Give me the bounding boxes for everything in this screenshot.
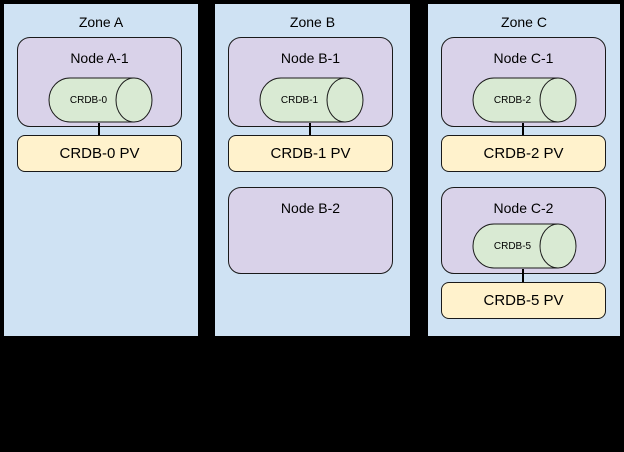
node-label: Node C-2 xyxy=(493,200,554,216)
pv-crdb-0: CRDB-0 PV xyxy=(17,135,182,172)
database-cylinder-icon xyxy=(259,77,364,123)
pod-crdb-1: CRDB-1 xyxy=(257,77,364,123)
pv-connector-line xyxy=(98,123,100,136)
pv-connector-line xyxy=(522,269,524,283)
pv-connector-line xyxy=(309,123,311,136)
pv-crdb-2: CRDB-2 PV xyxy=(441,135,606,172)
zone-c: Zone C Node C-1 CRDB-2 CRDB-2 PV Node C-… xyxy=(427,3,621,337)
node-label: Node B-2 xyxy=(280,200,341,216)
zone-title: Zone B xyxy=(289,14,336,30)
database-cylinder-icon xyxy=(472,77,577,123)
node-c-1: Node C-1 CRDB-2 xyxy=(441,37,606,127)
pod-crdb-0: CRDB-0 xyxy=(46,77,153,123)
pod-label: CRDB-0 xyxy=(69,94,108,106)
zone-a: Zone A Node A-1 CRDB-0 CRDB-0 PV xyxy=(3,3,199,337)
zone-title: Zone C xyxy=(501,14,547,30)
database-cylinder-icon xyxy=(472,223,577,269)
database-cylinder-icon xyxy=(48,77,153,123)
zone-title: Zone A xyxy=(78,14,124,30)
zone-b: Zone B Node B-1 CRDB-1 CRDB-1 PV Node B-… xyxy=(214,3,411,337)
pv-label: CRDB-1 PV xyxy=(270,145,351,162)
pv-crdb-5: CRDB-5 PV xyxy=(441,282,606,319)
pv-label: CRDB-2 PV xyxy=(483,145,564,162)
node-c-2: Node C-2 CRDB-5 xyxy=(441,187,606,274)
node-b-2: Node B-2 xyxy=(228,187,393,274)
pod-crdb-5: CRDB-5 xyxy=(470,223,577,269)
pod-crdb-2: CRDB-2 xyxy=(470,77,577,123)
node-label: Node A-1 xyxy=(70,50,129,66)
pv-crdb-1: CRDB-1 PV xyxy=(228,135,393,172)
node-b-1: Node B-1 CRDB-1 xyxy=(228,37,393,127)
pv-connector-line xyxy=(522,123,524,136)
pod-label: CRDB-2 xyxy=(493,94,532,106)
pv-label: CRDB-5 PV xyxy=(483,292,564,309)
pod-label: CRDB-1 xyxy=(280,94,319,106)
pv-label: CRDB-0 PV xyxy=(59,145,140,162)
pod-label: CRDB-5 xyxy=(493,240,532,252)
node-label: Node B-1 xyxy=(280,50,341,66)
node-a-1: Node A-1 CRDB-0 xyxy=(17,37,182,127)
node-label: Node C-1 xyxy=(493,50,554,66)
